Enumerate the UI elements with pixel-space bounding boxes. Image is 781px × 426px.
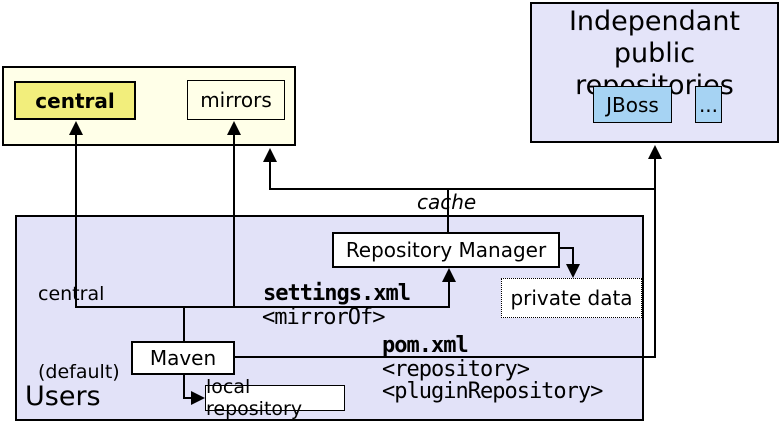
- pom-xml-annotation: pom.xml: [382, 333, 469, 358]
- line-settings-to-repository-manager: [448, 282, 450, 308]
- central-default-line1: central: [38, 283, 105, 305]
- line-maven-to-local-repo-horizontal: [183, 397, 193, 399]
- plugin-repository-tag-annotation: <pluginRepository>: [382, 379, 603, 404]
- other-repositories-label: ...: [698, 92, 719, 117]
- line-rm-to-private-data-horizontal: [560, 247, 574, 249]
- line-maven-to-settings: [183, 307, 185, 342]
- line-repository-manager-to-cache: [447, 189, 449, 232]
- jboss-repository-node: JBoss: [593, 86, 672, 123]
- arrowhead-to-repository-manager-icon: [442, 268, 456, 282]
- repository-tag-annotation: <repository>: [382, 357, 530, 382]
- arrowhead-to-mirrors-icon: [227, 121, 241, 135]
- arrowhead-to-central-icon: [69, 121, 83, 135]
- central-default-line2: (default): [38, 361, 120, 383]
- arrowhead-to-independent-repositories-icon: [648, 145, 662, 159]
- line-settings-to-central: [75, 133, 77, 307]
- central-repository-node: central: [14, 81, 136, 120]
- repository-manager-node: Repository Manager: [332, 232, 560, 268]
- other-repositories-node: ...: [695, 86, 722, 123]
- line-rm-to-private-data-vertical: [572, 247, 574, 264]
- line-cache-horizontal: [269, 188, 656, 190]
- arrowhead-to-private-data-icon: [566, 264, 580, 278]
- arrowhead-to-local-repository-icon: [191, 391, 205, 405]
- central-repository-label: central: [35, 88, 115, 113]
- independent-title-line1: Independant: [568, 6, 741, 37]
- maven-node: Maven: [131, 341, 235, 375]
- jboss-label: JBoss: [606, 92, 659, 117]
- mirrors-node: mirrors: [187, 80, 285, 120]
- line-pom-horizontal: [235, 356, 656, 358]
- line-cache-to-remote-group: [269, 158, 271, 189]
- mirrorof-tag-annotation: <mirrorOf>: [262, 305, 385, 330]
- users-group-title: Users: [25, 381, 101, 412]
- central-default-label: central (default): [38, 229, 120, 426]
- line-settings-horizontal: [75, 306, 450, 308]
- line-to-independent-repositories: [654, 157, 656, 357]
- private-data-label: private data: [510, 286, 633, 310]
- line-maven-to-local-repo-vertical: [183, 374, 185, 399]
- cache-annotation: cache: [417, 190, 477, 214]
- line-settings-to-mirrors: [233, 133, 235, 307]
- repository-manager-label: Repository Manager: [345, 238, 547, 262]
- maven-label: Maven: [149, 346, 217, 370]
- private-data-node: private data: [501, 278, 642, 318]
- local-repository-label: local repository: [206, 376, 303, 420]
- local-repository-node: local repository: [205, 376, 345, 420]
- arrowhead-cache-to-remote-group-icon: [263, 148, 277, 162]
- mirrors-label: mirrors: [200, 88, 272, 112]
- settings-xml-annotation: settings.xml: [263, 281, 411, 306]
